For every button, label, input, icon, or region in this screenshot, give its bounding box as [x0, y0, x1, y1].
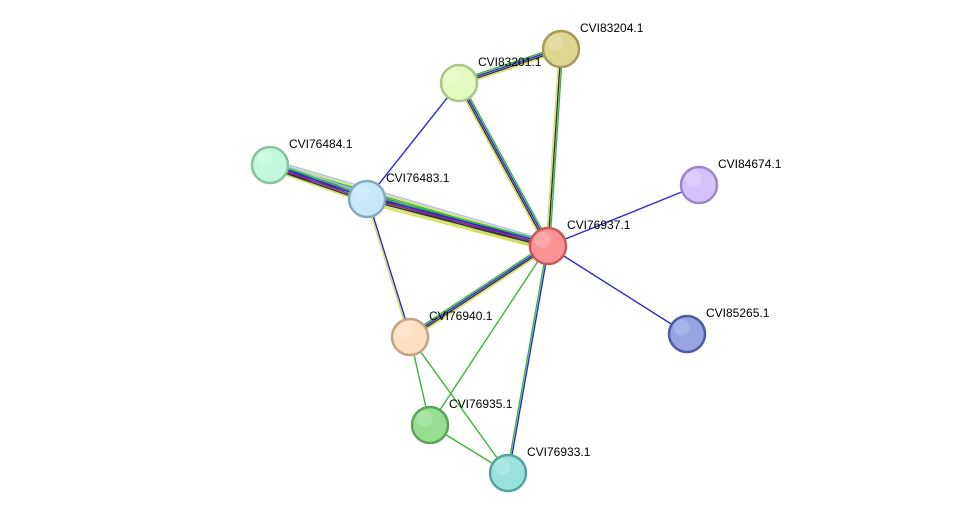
edge-CVI83204.1-CVI76937.1 [545, 48, 564, 247]
edge-CVI85265.1-CVI76937.1 [547, 245, 688, 335]
edge-evidence-line [457, 83, 548, 247]
node-circle[interactable] [528, 226, 568, 266]
node-label: CVI76484.1 [289, 137, 353, 151]
edge-evidence-line [411, 247, 550, 340]
edge-evidence-line [506, 245, 548, 473]
edge-evidence-line [547, 245, 688, 335]
node-label: CVI76483.1 [386, 171, 450, 185]
edge-CVI76933.1-CVI76937.1 [506, 245, 550, 474]
edge-evidence-line [409, 336, 509, 474]
node-highlight [416, 410, 433, 427]
node-CVI83201.1[interactable]: CVI83201.1 [439, 55, 542, 103]
node-CVI85265.1[interactable]: CVI85265.1 [667, 306, 770, 354]
edge-CVI76483.1-CVI76937.1 [365, 194, 550, 251]
node-label: CVI76935.1 [449, 397, 513, 411]
node-CVI83204.1[interactable]: CVI83204.1 [541, 21, 644, 69]
edge-evidence-line [366, 82, 460, 200]
node-circle[interactable] [347, 179, 387, 219]
node-highlight [685, 170, 702, 187]
edge-evidence-line [366, 200, 548, 250]
edge-CVI76935.1-CVI76937.1 [429, 245, 549, 426]
node-CVI84674.1[interactable]: CVI84674.1 [679, 157, 782, 205]
node-circle[interactable] [390, 317, 430, 357]
node-circle[interactable] [679, 165, 719, 205]
edge-evidence-line [547, 184, 700, 247]
node-CVI76937.1[interactable]: CVI76937.1 [528, 218, 631, 266]
node-CVI76933.1[interactable]: CVI76933.1 [488, 445, 591, 493]
node-highlight [494, 458, 511, 475]
node-circle[interactable] [488, 453, 528, 493]
node-CVI76484.1[interactable]: CVI76484.1 [250, 137, 353, 185]
edge-CVI76940.1-CVI76937.1 [408, 243, 550, 340]
edge-evidence-line [408, 243, 547, 336]
edge-evidence-line [367, 198, 412, 337]
edge-evidence-line [508, 246, 550, 474]
node-highlight [445, 68, 462, 85]
node-label: CVI76933.1 [527, 445, 591, 459]
node-CVI76940.1[interactable]: CVI76940.1 [390, 309, 493, 357]
edge-evidence-line [547, 48, 562, 247]
node-label: CVI76940.1 [429, 309, 493, 323]
edge-evidence-line [367, 195, 549, 245]
edge-evidence-line [410, 246, 549, 339]
node-circle[interactable] [410, 405, 450, 445]
edge-evidence-line [365, 199, 410, 338]
node-CVI76483.1[interactable]: CVI76483.1 [347, 171, 450, 219]
edge-CVI83201.1-CVI76937.1 [456, 81, 551, 248]
node-circle[interactable] [667, 314, 707, 354]
edge-evidence-line [367, 194, 550, 243]
edge-evidence-line [366, 199, 548, 248]
node-highlight [353, 184, 370, 201]
nodes-layer: CVI76937.1 CVI83204.1CVI83201.1CVI76484.1… [250, 21, 782, 493]
node-highlight [256, 150, 273, 167]
node-highlight [547, 34, 564, 51]
edge-evidence-line [367, 197, 549, 246]
node-circle[interactable] [541, 29, 581, 69]
node-highlight [396, 322, 413, 339]
edge-evidence-line [409, 244, 548, 337]
edge-evidence-line [456, 83, 547, 248]
edge-evidence-line [271, 159, 550, 242]
node-highlight [534, 231, 551, 248]
edge-evidence-line [365, 202, 548, 251]
node-label: CVI76937.1 [567, 218, 631, 232]
edge-CVI84674.1-CVI76937.1 [547, 184, 700, 247]
edge-evidence-line [460, 81, 551, 246]
node-circle[interactable] [250, 145, 290, 185]
node-CVI76935.1[interactable]: CVI76935.1 [410, 397, 513, 445]
edge-CVI76940.1-CVI76933.1 [409, 336, 509, 474]
node-circle[interactable] [439, 63, 479, 103]
edge-CVI83201.1-CVI76483.1 [366, 82, 460, 200]
node-label: CVI83204.1 [580, 21, 644, 35]
edge-evidence-line [548, 49, 564, 247]
node-label: CVI85265.1 [706, 306, 770, 320]
edge-evidence-line [545, 48, 561, 246]
edge-evidence-line [429, 245, 549, 426]
edge-CVI76483.1-CVI76940.1 [365, 198, 412, 338]
node-label: CVI83201.1 [478, 55, 542, 69]
node-highlight [673, 319, 690, 336]
node-label: CVI84674.1 [718, 157, 782, 171]
edge-evidence-line [459, 82, 550, 246]
